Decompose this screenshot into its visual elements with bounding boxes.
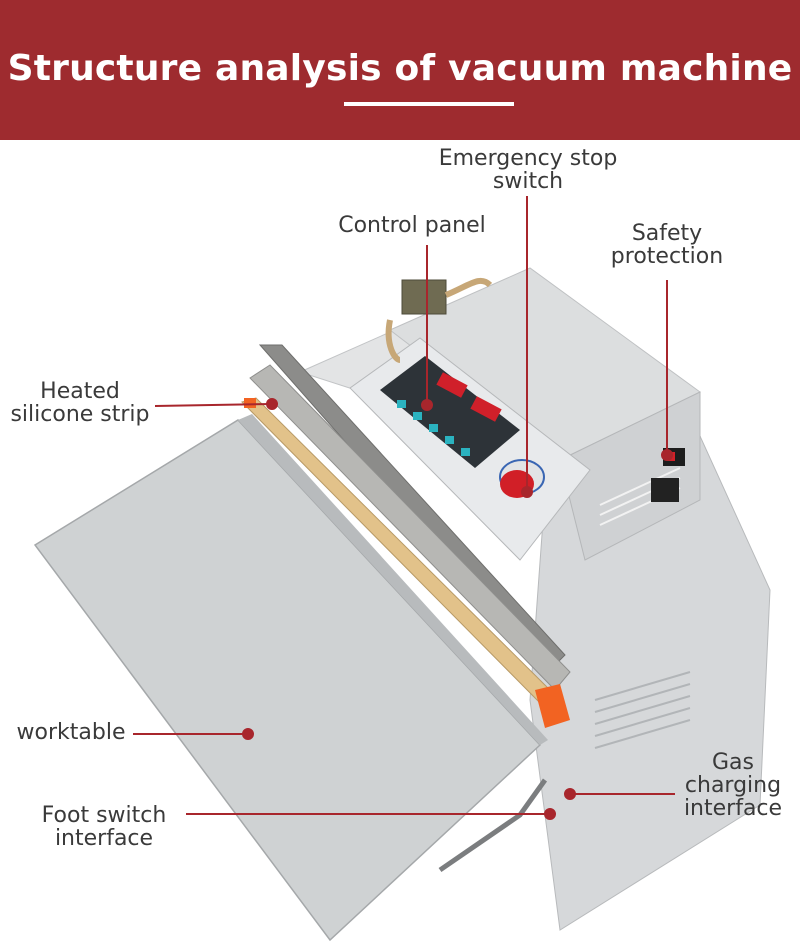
page-title: Structure analysis of vacuum machine: [7, 48, 793, 89]
gas-tube: [444, 277, 493, 298]
label-control-panel-text: Control panel: [338, 213, 486, 238]
label-worktable-text: worktable: [16, 720, 126, 745]
sealing-bar-lower: [249, 364, 571, 691]
power-socket: [651, 478, 679, 502]
title-underline: [344, 102, 514, 106]
label-safety-line1: Safety: [631, 221, 703, 246]
vacuum-machine-illustration: [33, 267, 771, 942]
label-control-panel: Control panel: [322, 214, 502, 237]
label-gas-line1: Gas: [712, 750, 754, 775]
label-foot-switch: Foot switch interface: [24, 804, 184, 850]
panel-buttons: [397, 400, 470, 456]
label-emergency-stop: Emergency stop switch: [422, 147, 634, 193]
strip-orange-end: [535, 684, 570, 728]
digital-displays: [436, 372, 502, 422]
label-gas-line2: charging: [684, 773, 782, 798]
label-foot-switch-line1: Foot switch: [41, 803, 167, 828]
worktable-edge: [238, 414, 548, 745]
label-foot-switch-line2: interface: [54, 826, 154, 851]
callout-dot-control-panel: [421, 399, 433, 411]
gas-connector: [401, 279, 447, 315]
display-bezel: [380, 356, 520, 468]
label-gas-line3: interface: [683, 796, 783, 821]
label-emergency-stop-line1: Emergency stop: [438, 146, 618, 171]
callout-line-heated-strip: [154, 403, 273, 407]
label-heated-strip-line2: silicone strip: [10, 402, 150, 427]
label-heated-strip-line1: Heated: [40, 379, 120, 404]
callout-dot-gas: [564, 788, 576, 800]
label-gas-charging: Gas charging interface: [676, 751, 790, 820]
label-safety-protection: Safety protection: [596, 222, 738, 268]
strip-orange-top: [244, 398, 256, 408]
callout-dot-foot-switch: [544, 808, 556, 820]
callout-dot-worktable: [242, 728, 254, 740]
callout-dot-heated-strip: [266, 398, 278, 410]
label-emergency-stop-line2: switch: [492, 169, 564, 194]
callout-dot-safety: [661, 449, 673, 461]
label-safety-line2: protection: [610, 244, 724, 269]
callout-dot-emergency-stop: [521, 486, 533, 498]
cabinet-vents: [594, 671, 691, 749]
label-heated-strip: Heated silicone strip: [4, 380, 156, 426]
control-box-side: [559, 391, 701, 561]
label-worktable: worktable: [6, 721, 136, 744]
header-banner: Structure analysis of vacuum machine: [0, 0, 800, 140]
